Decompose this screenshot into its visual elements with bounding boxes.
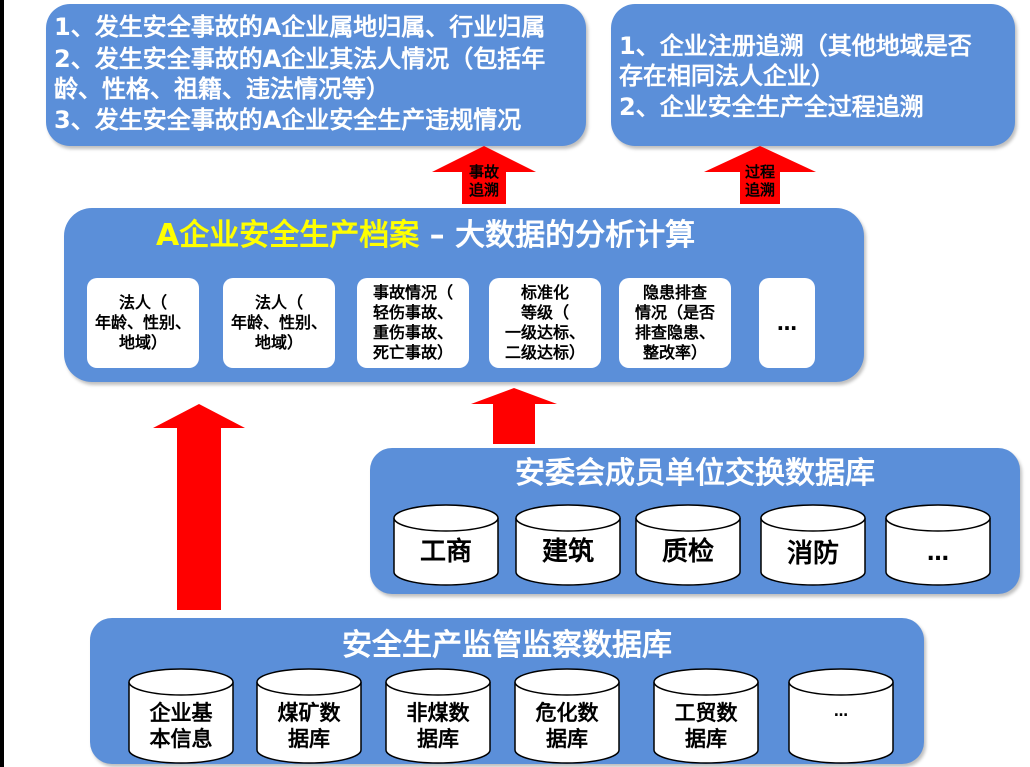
enterprise-archive-panel: A企业安全生产档案 – 大数据的分析计算 法人（ 年龄、性别、 地域） 法人（ …: [64, 208, 864, 382]
accident-info-panel: 1、发生安全事故的A企业属地归属、行业归属 2、发生安全事故的A企业其法人情况（…: [46, 4, 586, 146]
accident-info-line-3: 龄、性格、祖籍、违法情况等）: [54, 75, 390, 103]
process-trace-arrow: 过程 追溯: [704, 146, 816, 204]
process-trace-arrow-shaft: [740, 172, 780, 204]
supervision-to-archive-arrow: [153, 404, 245, 610]
exchange-arrow-shaft: [493, 404, 535, 444]
exchange-db-quality: 质检: [635, 504, 741, 586]
accident-info-line-4: 3、发生安全事故的A企业安全生产违规情况: [54, 106, 522, 134]
trace-info-line-2: 存在相同法人企业）: [619, 62, 835, 90]
process-trace-arrow-head: [704, 146, 816, 172]
supervision-db-more: …: [788, 668, 894, 764]
supervision-db-coal: 煤矿数 据库: [256, 668, 362, 764]
exchange-arrow-head: [471, 388, 557, 404]
exchange-db-construction: 建筑: [515, 504, 621, 586]
supervision-db-enterprise-info: 企业基 本信息: [128, 668, 234, 764]
accident-trace-arrow: 事故 追溯: [432, 146, 536, 204]
left-edge-border: [0, 0, 4, 767]
supervision-db-non-coal-label: 非煤数 据库: [406, 701, 470, 751]
accident-trace-label: 事故 追溯: [468, 163, 499, 199]
archive-card-more: …: [759, 278, 815, 368]
supervision-db-coal-label: 煤矿数 据库: [277, 701, 341, 751]
exchange-db-fire-label: 消防: [786, 539, 839, 569]
process-trace-label: 过程 追溯: [744, 163, 775, 199]
archive-panel-title: A企业安全生产档案 – 大数据的分析计算: [156, 216, 695, 256]
exchange-db-business: 工商: [393, 504, 499, 586]
supervision-db-hazardous-chemicals: 危化数 据库: [514, 668, 620, 764]
accident-trace-arrow-shaft: [462, 172, 506, 204]
supervision-db-industry-trade-label: 工贸数 据库: [674, 701, 738, 751]
archive-title-prefix: A企业安全生产档案: [156, 218, 420, 253]
trace-info-line-3: 2、企业安全生产全过程追溯: [619, 93, 924, 121]
exchange-db-quality-label: 质检: [661, 537, 714, 567]
archive-card-standardization: 标准化 等级（ 一级达标、 二级达标）: [489, 278, 601, 368]
supervision-database-panel: 安全生产监管监察数据库 企业基 本信息 煤矿数 据库 非煤数 据库 危化数 据库…: [90, 618, 924, 764]
supervision-db-more-label: …: [834, 704, 848, 720]
archive-card-legal-person-1: 法人（ 年龄、性别、 地域）: [87, 278, 199, 368]
exchange-db-more-label: …: [927, 541, 949, 566]
supervision-db-industry-trade: 工贸数 据库: [653, 668, 759, 764]
exchange-db-more: …: [885, 504, 991, 586]
supervision-db-hazardous-chemicals-label: 危化数 据库: [535, 701, 599, 751]
supervision-arrow-shaft: [177, 428, 221, 610]
supervision-db-non-coal: 非煤数 据库: [385, 668, 491, 764]
exchange-db-business-label: 工商: [419, 537, 472, 567]
supervision-db-title: 安全生产监管监察数据库: [342, 628, 672, 663]
exchange-db-construction-label: 建筑: [541, 537, 594, 567]
archive-card-accident: 事故情况（ 轻伤事故、 重伤事故、 死亡事故）: [357, 278, 469, 368]
trace-info-panel: 1、企业注册追溯（其他地域是否 存在相同法人企业） 2、企业安全生产全过程追溯: [611, 4, 1015, 146]
accident-info-line-1: 1、发生安全事故的A企业属地归属、行业归属: [54, 13, 546, 41]
exchange-database-panel: 安委会成员单位交换数据库 工商 建筑 质检 消防 …: [370, 448, 1020, 594]
accident-info-line-2: 2、发生安全事故的A企业其法人情况（包括年: [54, 45, 546, 73]
exchange-db-title: 安委会成员单位交换数据库: [515, 456, 875, 491]
accident-trace-arrow-head: [432, 146, 536, 172]
archive-card-legal-person-2: 法人（ 年龄、性别、 地域）: [223, 278, 335, 368]
supervision-arrow-head: [153, 404, 245, 428]
exchange-to-archive-arrow: [471, 388, 557, 444]
archive-title-suffix: – 大数据的分析计算: [419, 218, 696, 253]
exchange-db-fire: 消防: [760, 504, 866, 586]
archive-card-hazard-check: 隐患排查 情况（是否 排查隐患、 整改率）: [619, 278, 731, 368]
trace-info-line-1: 1、企业注册追溯（其他地域是否: [619, 32, 972, 60]
supervision-db-enterprise-info-label: 企业基 本信息: [149, 701, 213, 751]
